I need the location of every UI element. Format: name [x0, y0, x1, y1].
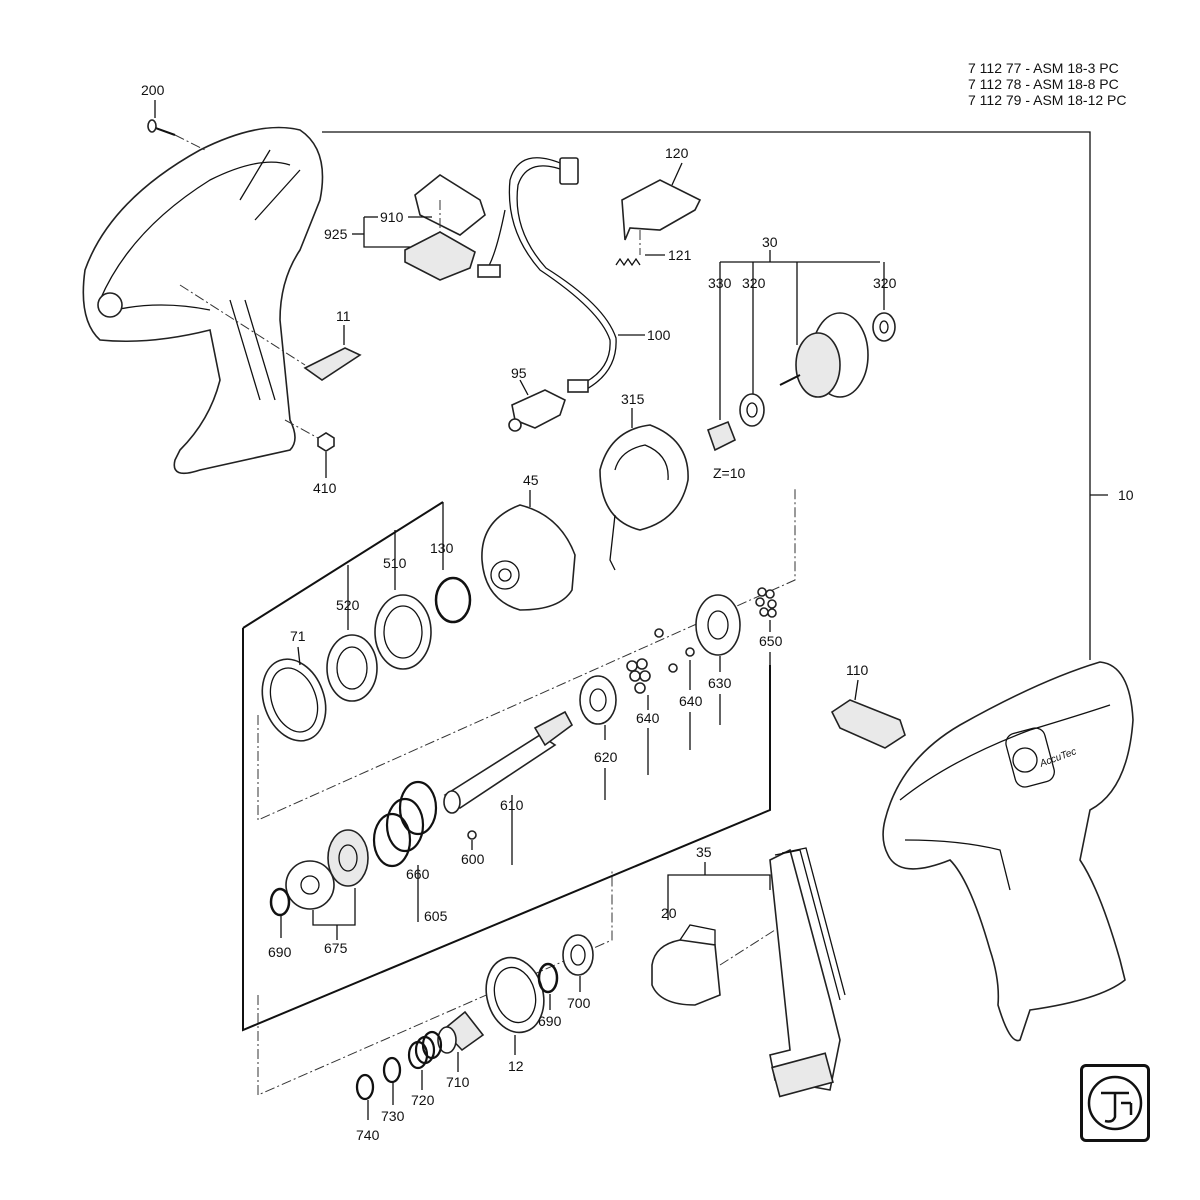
circlip-130 — [434, 576, 472, 624]
electronics-module-910 — [404, 174, 486, 281]
label-120: 120 — [665, 145, 689, 161]
pinion-330 — [706, 420, 737, 452]
label-320-a: 320 — [742, 275, 766, 291]
circlip-690-b — [537, 962, 559, 994]
part-11-clip — [179, 284, 362, 381]
leader-10 — [322, 131, 1091, 660]
label-700: 700 — [567, 995, 591, 1011]
bearing-320-a — [739, 393, 765, 427]
bracket-35 — [667, 874, 771, 893]
label-71: 71 — [290, 628, 306, 644]
label-95: 95 — [511, 365, 527, 381]
label-660: 660 — [406, 866, 430, 882]
label-z10: Z=10 — [713, 465, 746, 481]
balls-640 — [626, 628, 695, 694]
label-320-b: 320 — [873, 275, 897, 291]
spring-660 — [372, 780, 438, 868]
cable-100 — [477, 157, 617, 393]
gear-620 — [579, 675, 617, 725]
balls-650 — [755, 587, 777, 618]
bearing-320-b — [872, 312, 896, 342]
label-640-b: 640 — [679, 693, 703, 709]
washer-730 — [382, 1056, 402, 1084]
label-690-a: 690 — [268, 944, 292, 960]
fein-logo — [1080, 1064, 1150, 1142]
spring-720 — [407, 1030, 443, 1070]
label-315: 315 — [621, 391, 645, 407]
label-130: 130 — [430, 540, 454, 556]
model-line-3: 7 112 79 - ASM 18-12 PC — [968, 92, 1127, 108]
label-35: 35 — [696, 844, 712, 860]
ring-520 — [326, 634, 378, 702]
ring-71 — [261, 658, 327, 742]
label-650: 650 — [759, 633, 783, 649]
label-30: 30 — [762, 234, 778, 250]
model-line-2: 7 112 78 - ASM 18-8 PC — [968, 76, 1119, 92]
gear-housing-45 — [481, 504, 576, 611]
trigger-switch-20 — [651, 924, 721, 1006]
label-12: 12 — [508, 1058, 524, 1074]
label-675: 675 — [324, 940, 348, 956]
sleeve-710 — [437, 1010, 485, 1054]
label-630: 630 — [708, 675, 732, 691]
screw-200 — [147, 119, 206, 151]
part-110-button — [830, 699, 906, 749]
bearing-700 — [562, 934, 594, 976]
stator-315 — [599, 424, 689, 571]
label-45: 45 — [523, 472, 539, 488]
nut-410 — [284, 419, 335, 452]
label-730: 730 — [381, 1108, 405, 1124]
label-600: 600 — [461, 851, 485, 867]
ring-510 — [374, 594, 432, 670]
circuit-board-35 — [719, 847, 846, 1098]
circlip-740 — [355, 1073, 375, 1101]
label-100: 100 — [647, 327, 671, 343]
gearbox-frame — [257, 488, 796, 821]
label-605: 605 — [424, 908, 448, 924]
label-110: 110 — [846, 662, 869, 678]
spring-121 — [615, 257, 641, 267]
gear-630 — [695, 594, 741, 656]
ball-600 — [467, 830, 477, 840]
label-610: 610 — [500, 797, 524, 813]
housing-left-half — [82, 126, 324, 475]
label-925: 925 — [324, 226, 348, 242]
label-720: 720 — [411, 1092, 435, 1108]
label-20: 20 — [661, 905, 677, 921]
label-410: 410 — [313, 480, 337, 496]
part-120-slider — [621, 179, 702, 255]
label-640-a: 640 — [636, 710, 660, 726]
model-line-1: 7 112 77 - ASM 18-3 PC — [968, 60, 1119, 76]
label-620: 620 — [594, 749, 618, 765]
label-740: 740 — [356, 1127, 380, 1143]
label-200: 200 — [141, 82, 165, 98]
spindle-610 — [443, 710, 574, 814]
rotor-30 — [779, 312, 869, 398]
label-11: 11 — [336, 308, 351, 324]
housing-right-half — [882, 661, 1134, 1042]
model-list: 7 112 77 - ASM 18-3 PC 7 112 78 - ASM 18… — [968, 60, 1127, 108]
circlip-690-a — [269, 887, 291, 917]
label-910: 910 — [380, 209, 404, 225]
label-330: 330 — [708, 275, 732, 291]
cam-675 — [285, 829, 369, 910]
output-frame — [257, 870, 613, 1096]
label-690-b: 690 — [538, 1013, 562, 1029]
fein-logo-mark — [1087, 1075, 1143, 1131]
label-121: 121 — [668, 247, 692, 263]
bracket-605-outer — [242, 628, 771, 1032]
part-95-sensor — [508, 389, 566, 432]
label-510: 510 — [383, 555, 407, 571]
label-520: 520 — [336, 597, 360, 613]
label-710: 710 — [446, 1074, 470, 1090]
label-10: 10 — [1118, 487, 1134, 503]
